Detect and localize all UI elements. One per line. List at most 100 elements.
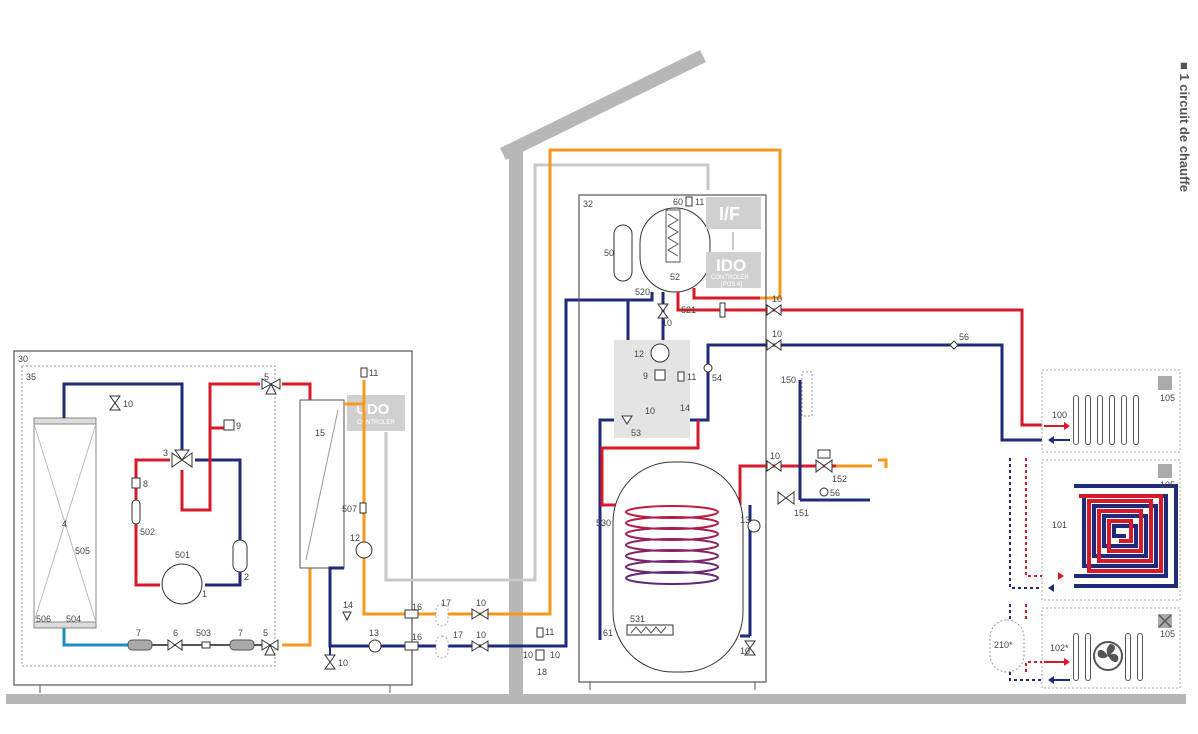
- label-s530: 530: [596, 518, 611, 528]
- label-flow13: 13: [369, 628, 379, 638]
- label-f11: 11: [545, 627, 554, 637]
- label-pipe10a: 10: [476, 598, 486, 608]
- ido-controller-subtitle: CONTROLER: [711, 275, 749, 281]
- label-v53: 53: [631, 428, 641, 438]
- label-valve5b: 5: [263, 628, 268, 638]
- label-t105b: 105: [1160, 480, 1175, 490]
- udo-controller-subtitle: CONTROLER: [357, 420, 395, 426]
- label-tank50: 50: [604, 248, 614, 258]
- label-pipe16b: 16: [412, 632, 422, 642]
- label-exp-valve-4way: 3: [163, 448, 168, 458]
- distribution-valves: 10 10 56 150 10 152 56 151: [719, 294, 969, 518]
- label-p9: 9: [643, 371, 648, 381]
- label-m152: 152: [832, 474, 847, 484]
- label-circuit100: 100: [1052, 410, 1067, 420]
- label-s501: 501: [175, 550, 190, 560]
- evaporator-coil: 4 505 506 504: [33, 417, 97, 629]
- label-separator: 2: [244, 572, 249, 582]
- label-pump12b: 12: [634, 349, 644, 359]
- label-v10d: 10: [740, 646, 750, 656]
- safety-14: 14: [342, 600, 353, 622]
- label-outdoor-module: 35: [26, 372, 36, 382]
- label-s54: 54: [712, 373, 722, 383]
- label-compressor: 1: [202, 589, 207, 599]
- expansion-vessel: 50: [604, 224, 633, 282]
- circuit-101-floor: 101 105: [1009, 458, 1181, 601]
- sensor-503: 503: [196, 628, 211, 649]
- sensor-507: 507: [342, 502, 367, 514]
- label-heater61: 61: [603, 628, 613, 638]
- label-exchanger: 15: [315, 428, 325, 438]
- label-p14: 14: [680, 403, 690, 413]
- label-s13b: 13: [740, 515, 750, 525]
- label-v10e: 10: [772, 294, 782, 304]
- filter-7b: 7: [229, 628, 255, 651]
- label-valve6: 6: [173, 628, 178, 638]
- label-s520: 520: [635, 287, 650, 297]
- label-tank210: 210*: [994, 640, 1013, 650]
- if-module-title: I/F: [719, 204, 740, 224]
- label-t11: 11: [695, 197, 704, 207]
- label-t105c: 105: [1160, 629, 1175, 639]
- label-p11: 11: [687, 372, 696, 382]
- filter-group: 11 10 10 18: [520, 298, 640, 677]
- label-drain10: 10: [338, 658, 348, 668]
- vent-11: 11: [360, 367, 378, 378]
- pressure-switch: 9: [223, 419, 241, 431]
- flow-13: 13: [368, 628, 382, 653]
- label-vent11: 11: [369, 368, 378, 378]
- label-valve5a: 5: [264, 372, 269, 382]
- ido-controller: IDO CONTROLER [POS 4]: [706, 232, 761, 288]
- udo-controller: UDO CONTROLER: [347, 395, 405, 431]
- label-p10: 10: [645, 406, 655, 416]
- label-s521: 521: [681, 305, 696, 315]
- valve-6: 6: [167, 628, 183, 651]
- label-pipe17a: 17: [441, 598, 451, 608]
- separator: 2: [232, 539, 249, 582]
- filter-7a: 7: [127, 628, 153, 651]
- label-circuit101: 101: [1052, 520, 1067, 530]
- label-pipe10b: 10: [476, 630, 486, 640]
- dhw-tank: 530 531 61 13 10: [596, 461, 761, 673]
- label-tank52: 52: [670, 272, 680, 282]
- ido-controller-pos: [POS 4]: [721, 282, 742, 288]
- label-v10: 10: [662, 318, 672, 328]
- link-components: 16 17 10 16 17 10: [404, 598, 489, 659]
- label-filter8: 8: [143, 479, 148, 489]
- valve-5b: 5: [261, 628, 279, 656]
- circuit-100-radiator: 100 105: [1041, 369, 1181, 453]
- label-pressure-sw: 9: [236, 421, 241, 431]
- label-pipe16a: 16: [412, 602, 422, 612]
- if-module: I/F: [706, 197, 761, 229]
- side-title: ■ 1 circuit de chauffe: [1177, 62, 1192, 192]
- label-s506: 506: [36, 614, 51, 624]
- label-pipe17b: 17: [453, 630, 463, 640]
- label-circuit102: 102*: [1050, 643, 1069, 653]
- label-f10b: 10: [550, 650, 560, 660]
- buffer-tank: 52 60 11: [639, 196, 711, 293]
- pump-group: 12 9 11 10 14 53 10: [614, 303, 696, 438]
- drain-valve-10: 10: [324, 654, 348, 670]
- refrigerant-pipes: [62, 382, 312, 647]
- filter-8: 8 502: [131, 477, 155, 537]
- plate-exchanger: 15: [299, 399, 345, 569]
- label-s56b: 56: [830, 488, 840, 498]
- label-outdoor-unit: 30: [18, 354, 28, 364]
- label-filter7a: 7: [136, 628, 141, 638]
- outdoor-unit: 30 35: [13, 350, 413, 693]
- label-v10g: 10: [770, 451, 780, 461]
- label-f10a: 10: [523, 650, 533, 660]
- label-s505: 505: [75, 546, 90, 556]
- label-valve-top: 10: [123, 399, 133, 409]
- water-pipes-outdoor: [328, 148, 782, 655]
- label-s502: 502: [140, 527, 155, 537]
- label-s507: 507: [342, 504, 357, 514]
- valve-5a: 5: [261, 372, 281, 395]
- label-pump12: 12: [350, 533, 360, 543]
- compressor: 501 1: [161, 550, 207, 605]
- label-v10f: 10: [772, 329, 782, 339]
- four-way-valve: 3: [163, 448, 193, 468]
- label-evaporator: 4: [62, 519, 67, 529]
- label-s503: 503: [196, 628, 211, 638]
